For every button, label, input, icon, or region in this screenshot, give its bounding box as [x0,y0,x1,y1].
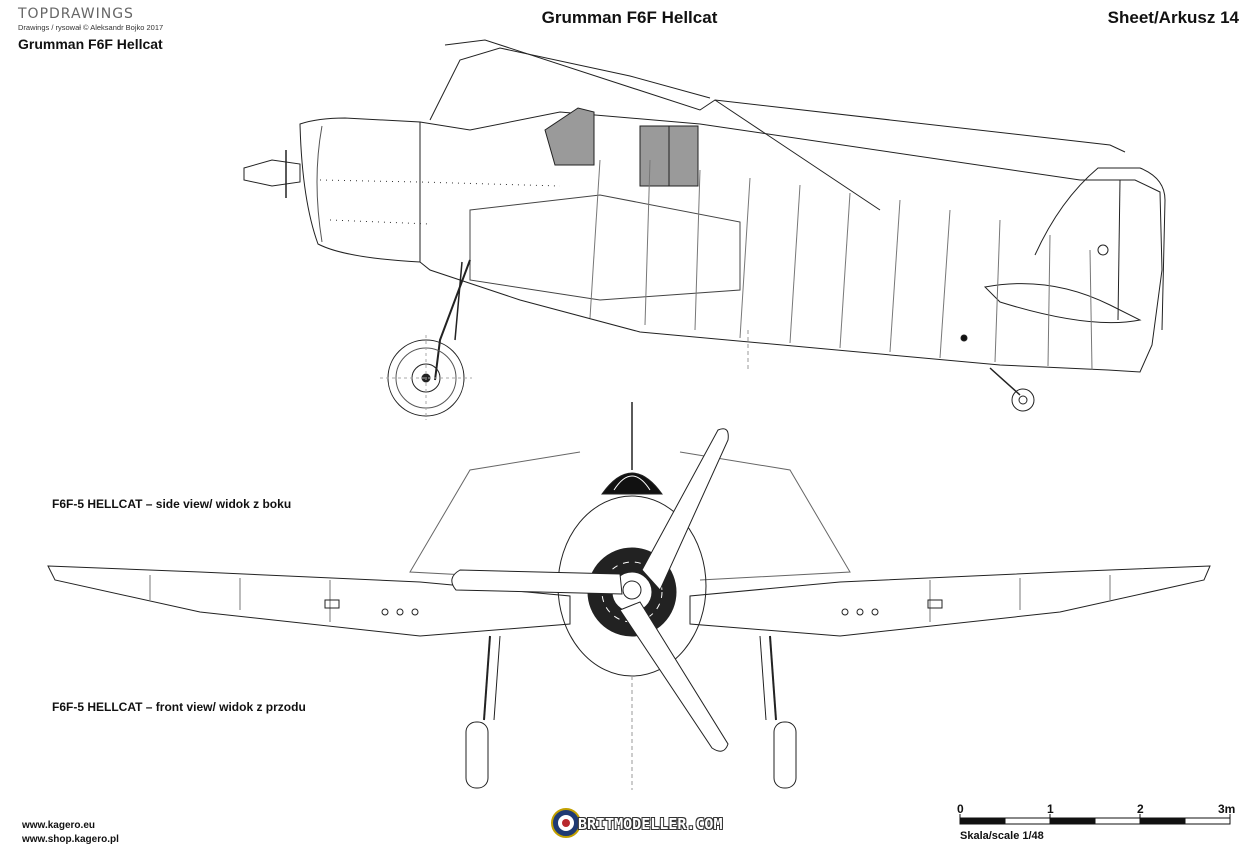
sheet-number: Sheet/Arkusz 14 [1107,8,1239,27]
scale-tick-0: 0 [957,802,964,816]
brand-credit: Drawings / rysował © Aleksandr Bojko 201… [18,23,164,32]
brand-subtitle: Grumman F6F Hellcat [18,36,163,52]
side-view-drawing [243,39,1166,420]
side-view-label: F6F-5 HELLCAT – side view/ widok z boku [52,497,292,511]
scale-tick-3: 3m [1218,802,1236,816]
page-title: Grumman F6F Hellcat [541,8,718,27]
footer-url-1[interactable]: www.kagero.eu [22,820,95,831]
scale-tick-2: 2 [1137,802,1144,816]
scale-bar [959,814,1231,825]
front-view-drawing [47,402,1211,790]
scale-label: Skala/scale 1/48 [960,830,1044,842]
brand-block: TOPDRAWINGS Drawings / rysował © Aleksan… [18,6,178,52]
brand-logo: TOPDRAWINGS [18,6,134,22]
watermark-roundel [551,808,581,838]
scale-tick-1: 1 [1047,802,1054,816]
front-view-label: F6F-5 HELLCAT – front view/ widok z przo… [52,700,306,714]
footer-url-2[interactable]: www.shop.kagero.pl [22,834,119,845]
watermark-text: BRITMODELLER.COM [578,815,723,833]
